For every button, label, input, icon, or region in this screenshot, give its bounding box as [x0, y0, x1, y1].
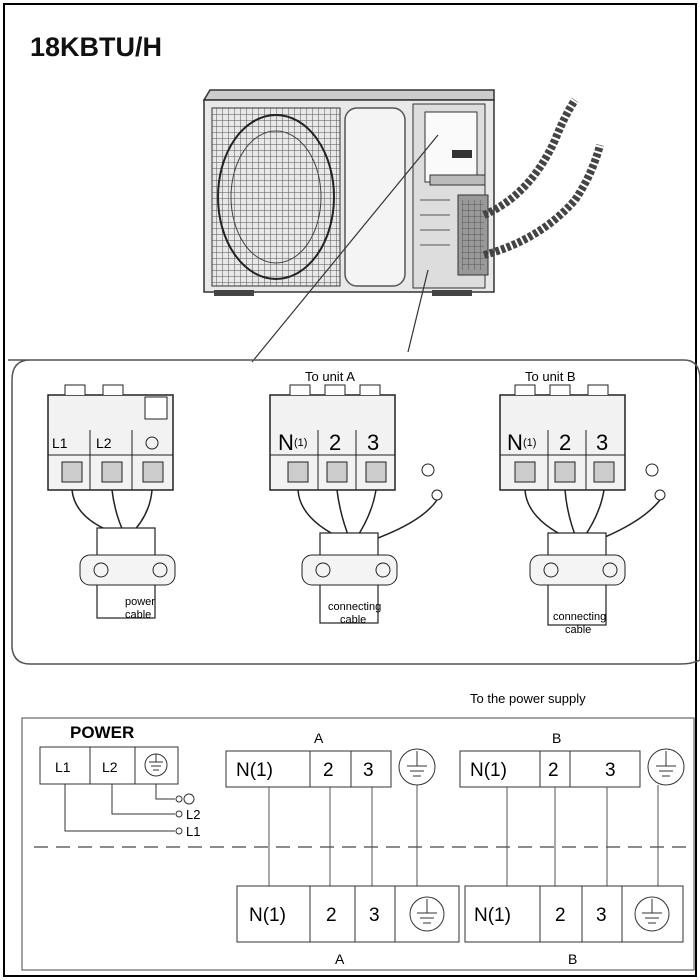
out-l1-label: L1: [186, 824, 200, 839]
a-bottom-3: 3: [369, 905, 380, 926]
unit-b-cable-label-2: cable: [565, 624, 591, 636]
ground-icon: [647, 748, 685, 786]
unit-a-cable-label-2: cable: [340, 614, 366, 626]
unit-a-2-label: 2: [329, 430, 341, 455]
a-bottom-2: 2: [326, 905, 337, 926]
b-bottom-n1: N(1): [474, 905, 511, 926]
b-top-3: 3: [605, 760, 616, 781]
power-l1-label: L1: [52, 435, 68, 451]
out-l2-label: L2: [186, 807, 200, 822]
b-top-2: 2: [548, 760, 559, 781]
unit-a-header: To unit A: [305, 369, 355, 384]
fan-icon: [217, 114, 335, 280]
ground-icon: [634, 896, 670, 932]
unit-b-2-label: 2: [559, 430, 571, 455]
unit-b-3-label: 3: [596, 430, 608, 455]
unit-a-n-sub: (1): [294, 437, 307, 449]
detail-callout: [8, 359, 700, 665]
a-label: A: [314, 730, 324, 746]
power-l2-label: L2: [96, 435, 112, 451]
supply-label: To the power supply: [470, 691, 586, 706]
unit-b-terminal-block: To unit B N (1) 2 3 connecting cable: [499, 369, 666, 636]
a-bottom-n1: N(1): [249, 905, 286, 926]
b-bottom-2: 2: [555, 905, 566, 926]
a-top-n1: N(1): [236, 760, 273, 781]
a-top-3: 3: [363, 760, 374, 781]
unit-a-3-label: 3: [367, 430, 379, 455]
power-l2-term: L2: [102, 759, 118, 775]
unit-b-n-label: N: [507, 430, 523, 455]
power-terminal-block: L1 L2 power cable: [47, 384, 176, 621]
a-top-block: A N(1) 2 3: [225, 730, 436, 788]
ground-icon: [145, 436, 159, 450]
model-title: 18KBTU/H: [30, 32, 163, 62]
schematic-frame: [21, 717, 695, 971]
ground-icon: [409, 896, 445, 932]
unit-a-cable-label-1: connecting: [328, 601, 381, 613]
diagram-frame: [3, 3, 697, 977]
b-bottom-block: N(1) 2 3 B: [464, 885, 684, 967]
power-cable-label-1: power: [125, 596, 155, 608]
b-bottom-3: 3: [596, 905, 607, 926]
b-bottom-label: B: [568, 951, 577, 967]
b-top-n1: N(1): [470, 760, 507, 781]
unit-a-terminal-block: To unit A N (1) 2 3 connecting cable: [269, 369, 443, 626]
b-label: B: [552, 730, 561, 746]
unit-b-n-sub: (1): [523, 437, 536, 449]
power-block: POWER L1 L2 L2 L1: [39, 723, 200, 839]
power-label: POWER: [70, 723, 134, 742]
a-bottom-label: A: [335, 951, 345, 967]
ground-icon: [645, 463, 659, 477]
unit-b-header: To unit B: [525, 369, 576, 384]
wires: [268, 785, 659, 886]
fan-grill: [211, 107, 341, 287]
unit-a-n-label: N: [278, 430, 294, 455]
ground-screw-icon: [431, 489, 443, 501]
a-top-2: 2: [323, 760, 334, 781]
ground-icon: [421, 463, 435, 477]
ground-screw-icon: [654, 489, 666, 501]
ground-icon: [183, 793, 195, 805]
power-l1-term: L1: [55, 759, 71, 775]
power-cable-label-2: cable: [125, 609, 151, 621]
b-top-block: B N(1) 2 3: [459, 730, 685, 788]
a-bottom-block: N(1) 2 3 A: [236, 885, 460, 967]
unit-b-cable-label-1: connecting: [553, 611, 606, 623]
outdoor-unit-illustration: [202, 89, 604, 363]
